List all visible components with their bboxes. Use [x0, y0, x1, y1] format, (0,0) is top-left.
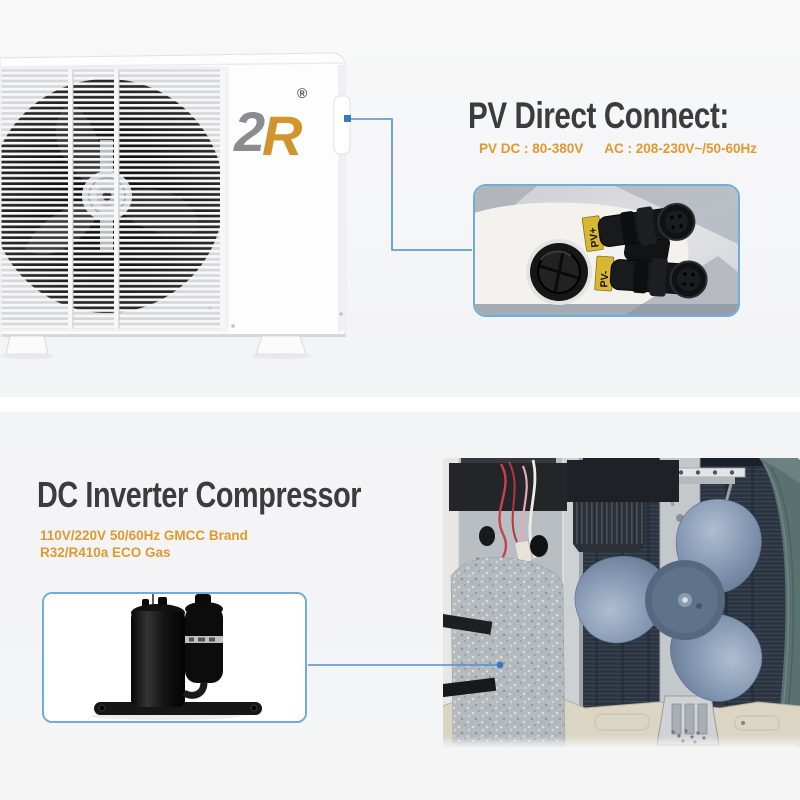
registered-mark: ®	[297, 85, 308, 101]
unit-feet	[1, 335, 312, 359]
pv-connector-photo: PV+ PV-	[473, 184, 740, 317]
fan-blade-assembly	[565, 489, 780, 720]
pv-spec-dc: PV DC : 80-380V	[479, 141, 584, 156]
brand-logo-left: 2	[233, 100, 265, 163]
brand-logo-right: R	[262, 104, 303, 167]
outdoor-unit-photo: 2 R ®	[0, 50, 358, 360]
compressor-illustration	[44, 594, 305, 721]
leader-line-pv	[344, 115, 472, 251]
pv-plus-label: PV+	[587, 227, 602, 249]
pv-specs: PV DC : 80-380V AC : 208-230V~/50-60Hz	[479, 141, 757, 156]
pv-minus-connector: PV-	[594, 255, 708, 299]
internals-illustration	[443, 458, 800, 748]
pv-spec-ac: AC : 208-230V~/50-60Hz	[604, 141, 758, 156]
compressor-specs: 110V/220V 50/60Hz GMCC Brand R32/R410a E…	[40, 527, 248, 561]
cable-grommet	[526, 239, 592, 305]
compressor-spec-line2: R32/R410a ECO Gas	[40, 545, 171, 560]
brand-logo: 2 R ®	[233, 85, 308, 167]
coil-curve	[759, 458, 800, 748]
pv-heading: PV Direct Connect:	[468, 95, 729, 136]
outdoor-unit-illustration: 2 R ®	[0, 52, 351, 359]
pv-minus-label: PV-	[598, 270, 611, 288]
compressor-spec-line1: 110V/220V 50/60Hz GMCC Brand	[40, 528, 248, 543]
compressor-photo	[42, 592, 307, 723]
internals-photo	[443, 458, 800, 748]
electronics-module	[449, 458, 679, 552]
pv-plus-connector: PV+	[581, 202, 696, 252]
pv-connector-illustration: PV+ PV-	[475, 186, 738, 315]
insulated-compressor	[443, 557, 566, 748]
compressor-heading: DC Inverter Compressor	[37, 474, 362, 515]
section-divider	[0, 397, 800, 412]
side-valve-cover	[333, 95, 351, 155]
